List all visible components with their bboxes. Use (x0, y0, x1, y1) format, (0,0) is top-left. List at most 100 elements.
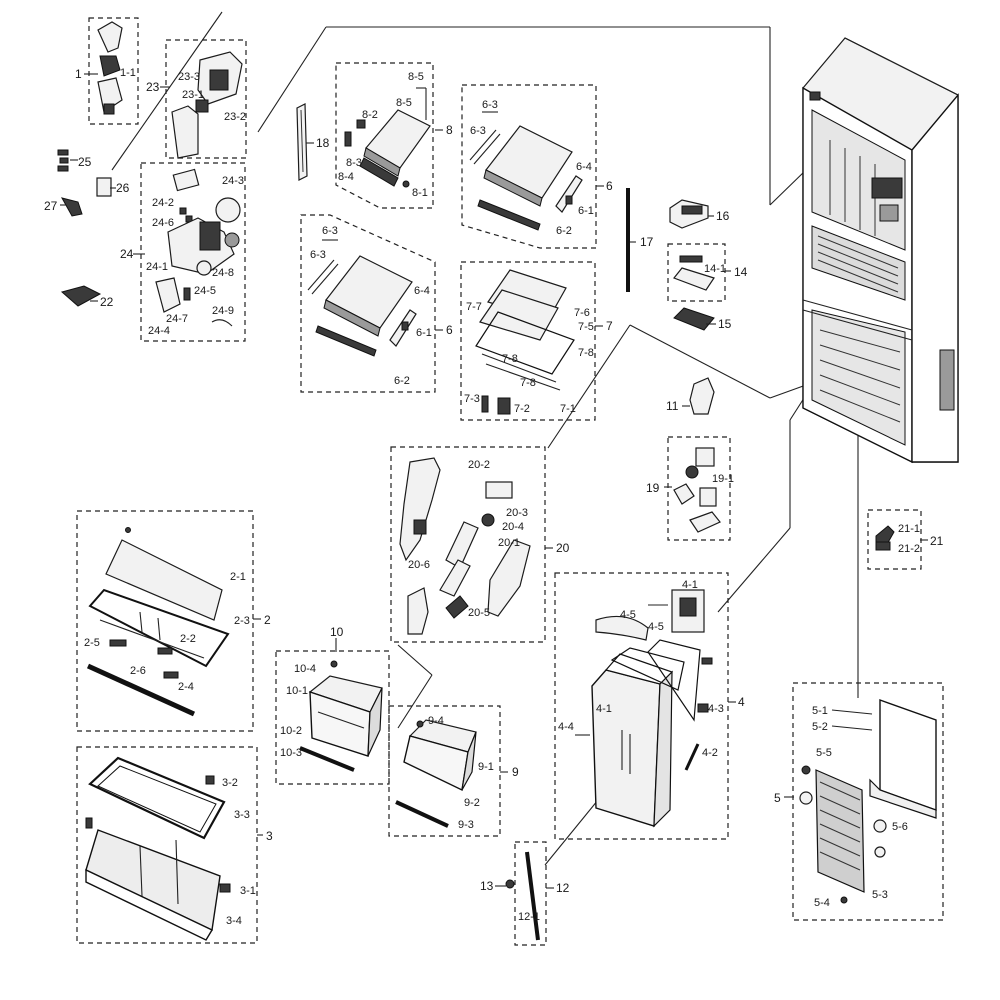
label-3-4: 3-4 (226, 915, 242, 927)
label-7-8: 7-8 (578, 347, 594, 359)
label-4-4: 4-4 (558, 721, 574, 733)
part-group-20 (399, 457, 531, 635)
label-2-5: 2-5 (84, 637, 100, 649)
label-2-1: 2-1 (230, 571, 246, 583)
label-24-3: 24-3 (222, 175, 244, 187)
part-group-12 (505, 851, 540, 941)
label-7-7: 7-7 (466, 301, 482, 313)
label-10: 10 (330, 625, 344, 639)
label-20-3: 20-3 (506, 507, 528, 519)
label-24-5: 24-5 (194, 285, 216, 297)
label-22: 22 (100, 295, 114, 309)
label-4-2: 4-2 (702, 747, 718, 759)
label-24-4: 24-4 (148, 325, 170, 337)
group-box-6-top (461, 84, 597, 249)
label-10-2: 10-2 (280, 725, 302, 737)
label-7-1: 7-1 (560, 403, 576, 415)
group-box-20 (390, 446, 546, 643)
label-10-1: 10-1 (286, 685, 308, 697)
label-20: 20 (556, 541, 570, 555)
label-6-1-mid: 6-1 (416, 327, 432, 339)
label-10-4: 10-4 (294, 663, 316, 675)
label-5-2: 5-2 (812, 721, 828, 733)
label-5-3: 5-3 (872, 889, 888, 901)
label-24-6: 24-6 (152, 217, 174, 229)
label-23-2: 23-2 (224, 111, 246, 123)
part-group-7 (475, 269, 575, 415)
label-20-2: 20-2 (468, 459, 490, 471)
label-20-6: 20-6 (408, 559, 430, 571)
label-8-2: 8-2 (362, 109, 378, 121)
group-box-14 (667, 243, 726, 302)
label-23: 23 (146, 80, 160, 94)
label-6-3-1-mid: 6-3 (310, 249, 326, 261)
label-9: 9 (512, 765, 519, 779)
part-group-6-mid (307, 255, 417, 357)
label-12-1: 12-1 (518, 911, 540, 923)
label-7-5: 7-5 (578, 321, 594, 333)
group-box-5 (792, 682, 944, 921)
part-group-9 (395, 719, 477, 828)
label-9-4: 9-4 (428, 715, 444, 727)
label-6-2-mid: 6-2 (394, 375, 410, 387)
label-2-3: 2-3 (234, 615, 250, 627)
label-5-6: 5-6 (892, 821, 908, 833)
label-9-1: 9-1 (478, 761, 494, 773)
label-5: 5 (774, 791, 781, 805)
label-7-3: 7-3 (464, 393, 480, 405)
label-1: 1 (75, 67, 82, 81)
part-group-21 (875, 525, 895, 551)
group-boxes (76, 17, 944, 946)
label-11: 11 (666, 399, 679, 413)
label-6-2-top: 6-2 (556, 225, 572, 237)
part-group-10 (299, 660, 383, 772)
part-group-24 (155, 168, 241, 327)
refrigerator-cabinet (802, 37, 959, 464)
label-7-6: 7-6 (574, 307, 590, 319)
group-box-24 (140, 162, 246, 342)
group-box-1 (88, 17, 139, 125)
label-8: 8 (446, 123, 453, 137)
label-5-5: 5-5 (816, 747, 832, 759)
group-box-12 (514, 841, 547, 946)
label-20-1: 20-1 (498, 537, 520, 549)
part-group-23 (171, 51, 243, 159)
label-8-4: 8-4 (338, 171, 354, 183)
part-group-5 (799, 699, 937, 904)
label-6-3-1-top: 6-3 (470, 125, 486, 137)
label-8-5-1: 8-5 (396, 97, 412, 109)
label-1-1: 1-1 (120, 67, 136, 79)
label-9-2: 9-2 (464, 797, 480, 809)
label-26: 26 (116, 181, 130, 195)
leader-lines (111, 11, 859, 866)
label-6-top: 6 (606, 179, 613, 193)
label-19: 19 (646, 481, 660, 495)
label-27: 27 (44, 199, 58, 213)
label-3: 3 (266, 829, 273, 843)
group-box-23 (165, 39, 247, 159)
label-24-9: 24-9 (212, 305, 234, 317)
part-group-4-door (591, 589, 713, 828)
label-6-mid: 6 (446, 323, 453, 337)
label-4-3: 4-3 (708, 703, 724, 715)
label-24-2: 24-2 (152, 197, 174, 209)
label-6-4-top: 6-4 (576, 161, 592, 173)
label-7-8-2: 7-8 (502, 353, 518, 365)
label-8-1: 8-1 (412, 187, 428, 199)
part-group-1 (97, 21, 123, 115)
part-group-8 (344, 109, 431, 188)
label-15: 15 (718, 317, 732, 331)
label-9-3: 9-3 (458, 819, 474, 831)
group-box-6-mid (300, 214, 436, 393)
label-21-2: 21-2 (898, 543, 920, 555)
label-20-4: 20-4 (502, 521, 524, 533)
part-group-6-top (469, 125, 583, 231)
label-19-1: 19-1 (712, 473, 734, 485)
label-3-1: 3-1 (240, 885, 256, 897)
part-18 (296, 103, 308, 181)
label-10-3: 10-3 (280, 747, 302, 759)
label-21: 21 (930, 534, 944, 548)
leader-ticks (60, 73, 928, 889)
part-group-2 (86, 527, 230, 717)
